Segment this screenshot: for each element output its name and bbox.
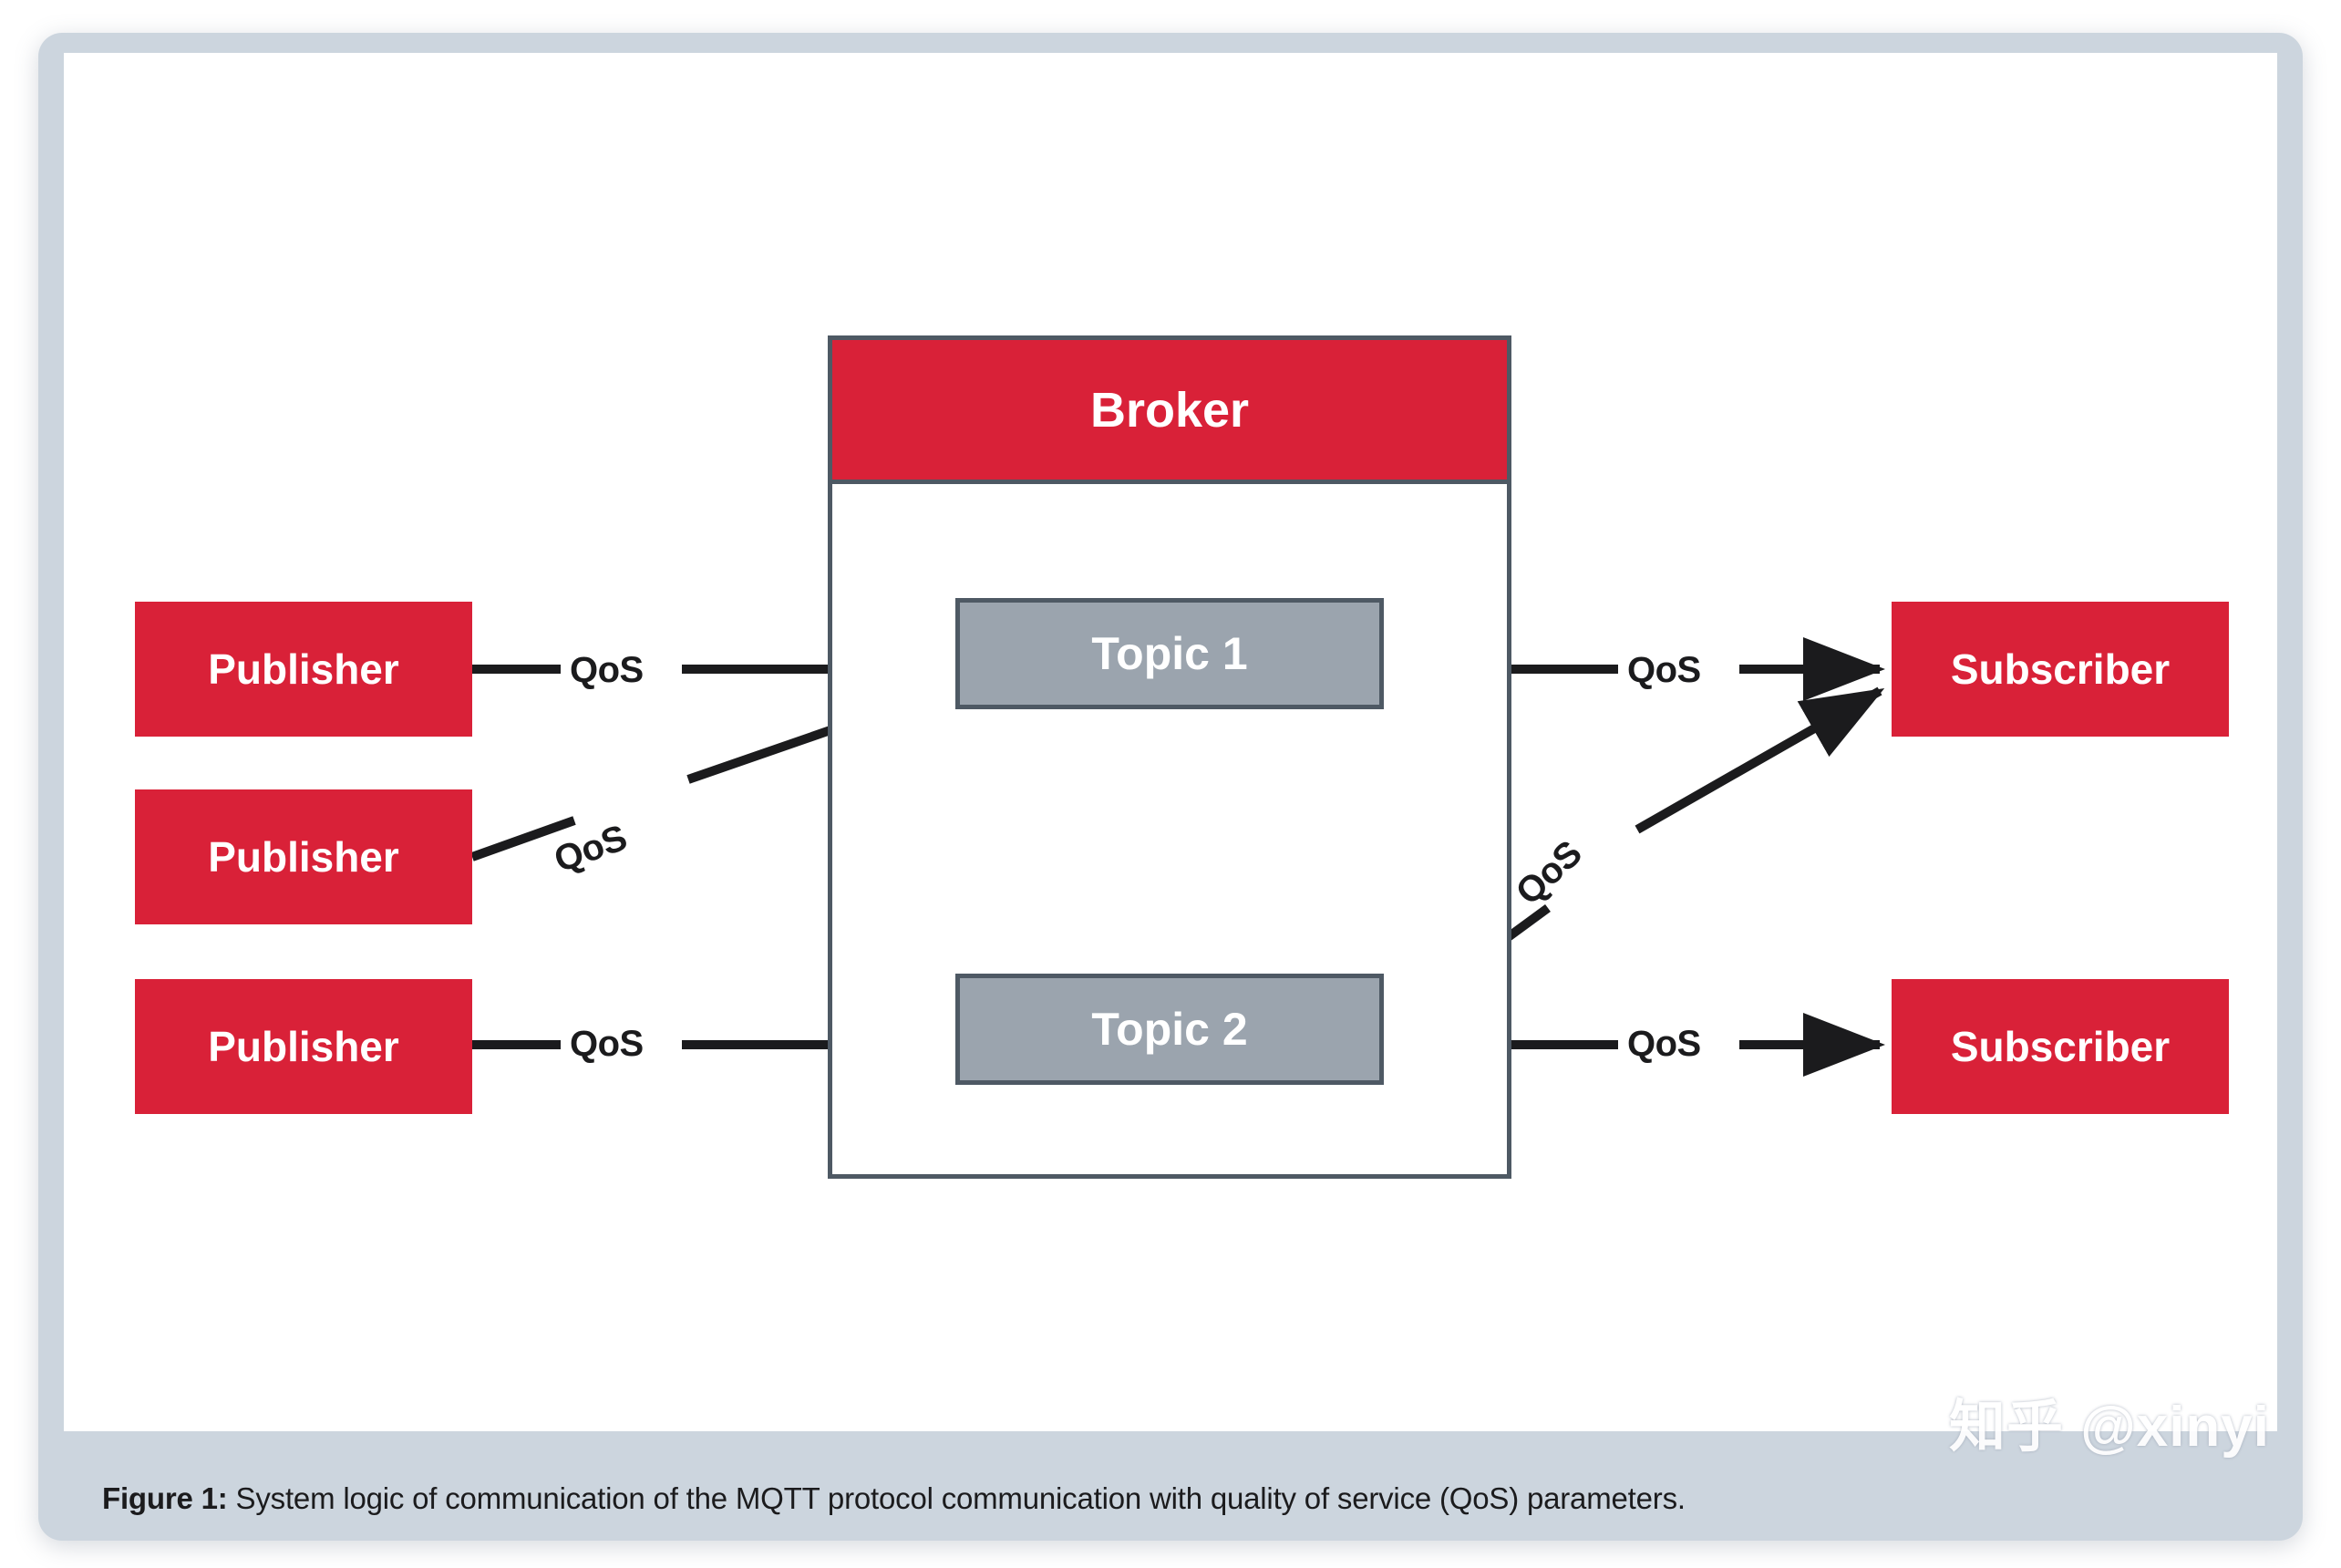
broker-header-label: Broker — [832, 340, 1507, 484]
subscriber-1-box: Subscriber — [1892, 602, 2229, 737]
figure-caption: Figure 1: System logic of communication … — [102, 1480, 2199, 1517]
edge-label-pub1-topic1: QoS — [570, 650, 644, 690]
publisher-2-box: Publisher — [135, 789, 472, 924]
edge-label-pub3-topic2: QoS — [570, 1024, 644, 1064]
topic-1-box: Topic 1 — [955, 598, 1384, 709]
subscriber-2-box: Subscriber — [1892, 979, 2229, 1114]
edge-label-topic2-sub2: QoS — [1627, 1024, 1701, 1064]
publisher-1-box: Publisher — [135, 602, 472, 737]
edge-label-topic2-sub1: QoS — [1508, 832, 1590, 913]
caption-text: System logic of communication of the MQT… — [227, 1480, 1686, 1515]
topic-2-box: Topic 2 — [955, 974, 1384, 1085]
publisher-3-box: Publisher — [135, 979, 472, 1114]
edge-label-pub2-topic1: QoS — [549, 817, 633, 881]
caption-label: Figure 1: — [102, 1480, 228, 1515]
diagram-canvas: Broker Topic 1 Topic 2 Publisher Publish… — [64, 53, 2277, 1431]
figure-card: Broker Topic 1 Topic 2 Publisher Publish… — [38, 33, 2303, 1541]
edge-label-topic1-sub1: QoS — [1627, 650, 1701, 690]
watermark: 知乎 @xinyi — [1949, 1396, 2270, 1459]
